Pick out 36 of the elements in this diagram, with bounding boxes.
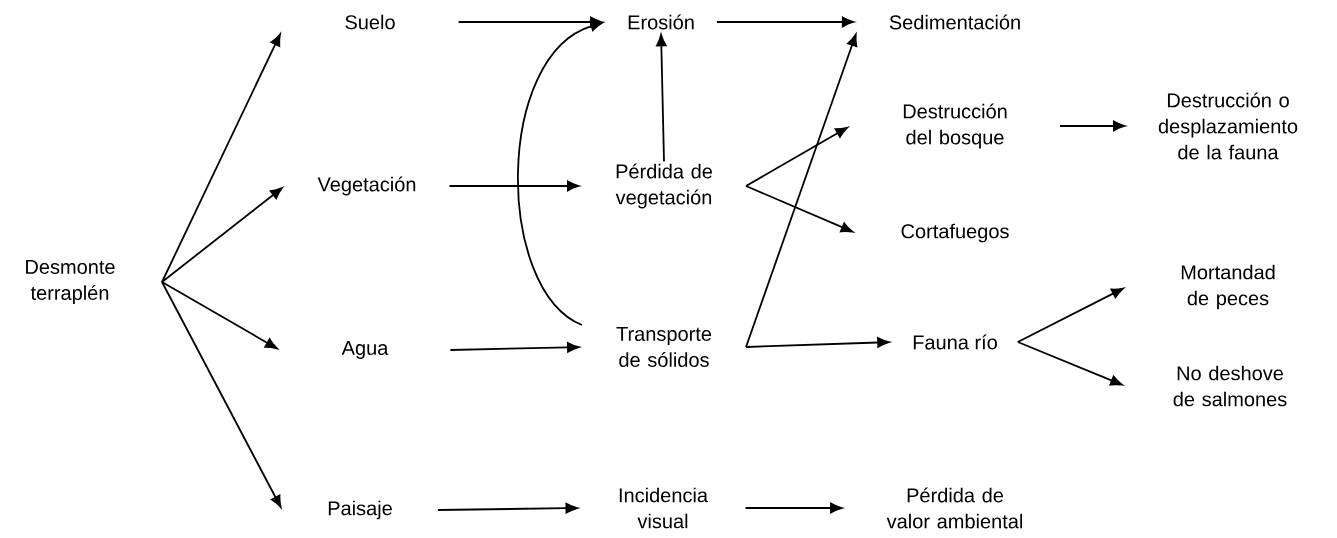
arrow — [745, 33, 858, 348]
term-label: Pérdida de valor ambiental — [886, 487, 1022, 529]
term-label: No deshove de salmones — [1173, 365, 1287, 407]
term-label: Desmonte terraplén — [26, 260, 115, 304]
term-label: Paisaje — [328, 500, 392, 520]
term-label: Agua — [341, 341, 389, 359]
term-label: Cortafuegos — [901, 223, 1009, 243]
term-label: Sedimentación — [889, 14, 1020, 30]
arrow — [745, 337, 890, 348]
arrow — [457, 16, 603, 28]
arrow — [745, 126, 848, 187]
arrow — [1016, 341, 1123, 386]
term-label: Pérdida de vegetación — [615, 163, 712, 209]
arrow — [436, 502, 578, 514]
arrow — [716, 16, 855, 28]
term-label: Destrucción del bosque — [903, 103, 1007, 149]
arrow — [448, 180, 580, 192]
arrow — [1016, 287, 1124, 343]
arrow — [161, 281, 282, 508]
term-label: Mortandad de peces — [1181, 264, 1275, 310]
term-label: Suelo — [345, 14, 395, 30]
term-label: Fauna río — [913, 334, 997, 350]
term-label: Transporte de sólidos — [616, 327, 712, 367]
term-label: Erosión — [628, 14, 694, 30]
term-label: Vegetación — [317, 176, 416, 196]
arrow — [449, 342, 580, 353]
arrow — [161, 187, 283, 283]
term-label: Incidencia visual — [619, 487, 708, 529]
arrow — [161, 281, 278, 350]
arrow — [517, 20, 603, 326]
arrow — [1059, 120, 1126, 132]
arrow — [744, 502, 843, 514]
term-label: Destrucción o desplazamiento de la fauna — [1158, 92, 1298, 160]
arrow — [745, 185, 854, 233]
arrow — [656, 34, 667, 163]
arrow — [161, 33, 281, 283]
